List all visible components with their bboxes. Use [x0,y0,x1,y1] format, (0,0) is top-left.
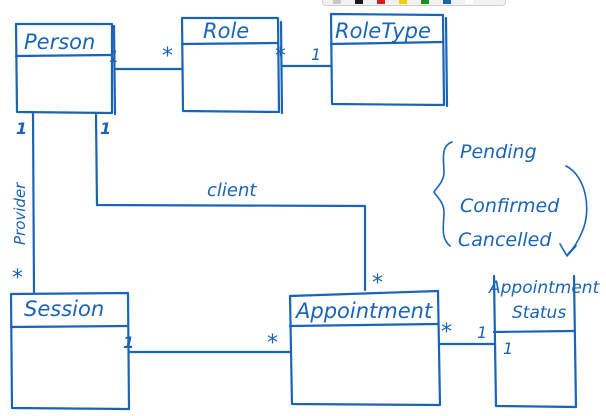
multiplicity-appointment-status-inner: 1 [503,339,513,358]
palette-swatch-gray[interactable] [333,0,341,4]
palette-swatch-white[interactable] [465,0,473,4]
multiplicity-appointment-status-left: * [441,320,452,345]
class-person-divider [14,53,114,58]
association-appointment-status[interactable]: * 1 1 [438,320,513,358]
palette-swatch-blue[interactable] [443,0,451,4]
class-person-box [14,22,114,115]
class-appointment-divider [288,322,440,328]
multiplicity-person-role-right: * [162,44,173,69]
status-value-cancelled: Cancelled [458,229,552,251]
class-role[interactable]: Role [180,16,284,115]
palette-swatch-black[interactable] [355,0,363,4]
association-session-appointment[interactable]: 1 * [123,331,292,356]
palette-swatch-red[interactable] [377,0,385,4]
multiplicity-person-appointment-top: 1 [100,119,111,138]
class-appointment-status-name-line2: Status [512,303,566,323]
class-session[interactable]: Session [9,291,131,411]
class-role-shadow [279,20,284,115]
multiplicity-session-appointment-right: * [267,331,278,356]
class-role-divider [180,41,280,46]
class-session-divider [9,324,130,329]
class-session-name: Session [24,297,104,321]
class-person[interactable]: Person [14,22,117,116]
status-value-confirmed: Confirmed [460,195,560,217]
association-person-role[interactable]: 1 * [109,44,184,71]
class-roletype-divider [329,40,445,46]
association-role-roletype[interactable]: * 1 [275,44,333,69]
class-appointment-status-name-line1: Appointment [488,278,601,298]
class-role-box [180,16,281,114]
multiplicity-person-appointment-bottom: * [372,271,383,296]
multiplicity-session-appointment-left: 1 [123,333,134,352]
status-value-pending: Pending [460,141,537,163]
role-label-client: client [207,180,257,201]
color-palette-toolbar[interactable] [322,0,506,6]
multiplicity-role-roletype-left: * [275,44,286,69]
association-person-session-line [31,112,36,294]
arrow-curve-icon [565,165,588,255]
status-values-note[interactable]: Pending Confirmed Cancelled [433,141,588,257]
arrowhead-icon [559,243,577,257]
class-roletype-shadow [444,16,449,108]
association-person-session[interactable]: 1 * Provider [11,112,36,294]
multiplicity-appointment-status-right: 1 [477,323,487,342]
multiplicity-person-session-top: 1 [16,119,27,138]
class-role-name: Role [203,19,249,43]
association-person-appointment-line [94,113,367,292]
class-session-box [9,291,131,411]
class-appointment-box [288,289,442,407]
class-appointment[interactable]: Appointment [288,289,442,407]
class-roletype-name: RoleType [335,19,431,43]
role-label-provider: Provider [11,182,29,245]
class-roletype[interactable]: RoleType [329,12,449,108]
class-appointment-status-box [492,274,578,409]
palette-swatch-yellow[interactable] [399,0,407,4]
class-appointment-status-divider [492,329,576,334]
palette-swatch-green[interactable] [421,0,429,4]
association-person-appointment[interactable]: 1 * client [94,113,383,296]
class-appointment-status[interactable]: Appointment Status [488,274,601,409]
multiplicity-role-roletype-right: 1 [311,45,321,64]
curly-brace-icon [433,141,453,247]
class-appointment-name: Appointment [294,299,433,323]
multiplicity-person-role-left: 1 [109,47,119,66]
class-roletype-box [329,12,446,107]
class-person-shadow [112,24,117,116]
class-person-name: Person [24,30,95,54]
multiplicity-person-session-bottom: * [12,266,23,291]
